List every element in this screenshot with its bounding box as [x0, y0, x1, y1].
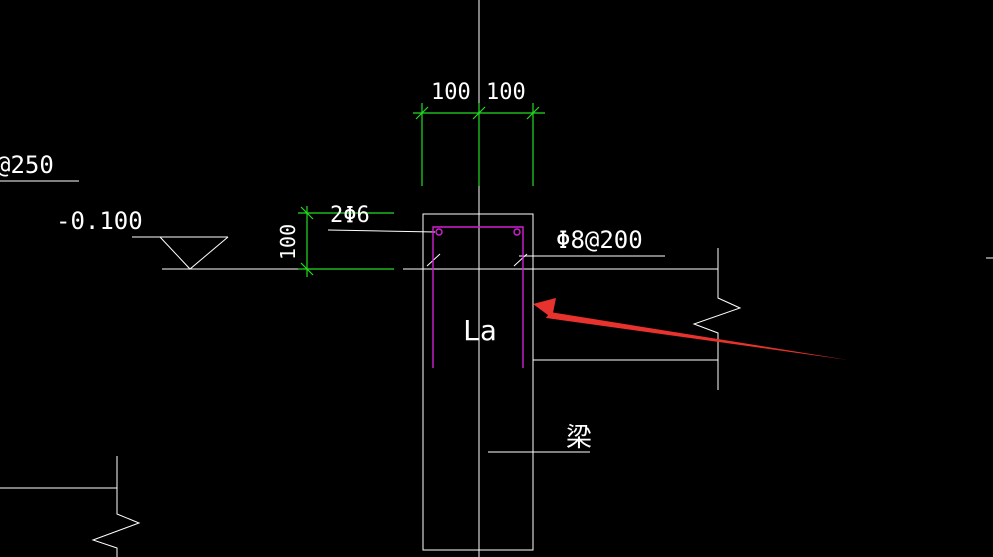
- bottom-left-wall: [0, 456, 141, 557]
- bar-mark-right: [513, 253, 528, 267]
- stirrup-label: Φ8@200: [556, 226, 643, 254]
- dimension-tick-center: [472, 106, 486, 120]
- elevation-label: -0.100: [56, 207, 143, 235]
- beam-label: 梁: [566, 423, 592, 453]
- elevation-marker: -0.100: [56, 207, 310, 270]
- dimension-tick-right: [526, 106, 540, 120]
- dimension-right-label: 100: [486, 80, 526, 105]
- elevation-triangle-icon: [159, 236, 229, 270]
- beam-section-outline: [422, 213, 534, 551]
- bottom-left-break-line-icon: [91, 456, 141, 557]
- rebar-cage: [432, 226, 524, 368]
- top-dimension: 100 100: [413, 80, 545, 186]
- right-break-line-icon: [692, 248, 742, 390]
- red-arrow-pointer-icon: [533, 298, 848, 360]
- dimension-tick-left: [415, 106, 429, 120]
- top-left-annotation: @250: [0, 151, 79, 182]
- anchorage-label: La: [463, 314, 497, 347]
- top-bar-right: [513, 228, 521, 236]
- top-bars-leader: [327, 229, 436, 233]
- arrow-shaft: [546, 312, 848, 360]
- vertical-dimension-label: 100: [276, 224, 300, 260]
- vertical-dimension-tick-bottom: [300, 262, 314, 276]
- top-bars-label: 2Φ6: [330, 203, 370, 228]
- dimension-left-label: 100: [431, 80, 471, 105]
- stirrup-rebar: [432, 226, 524, 368]
- top-left-spacing-label: @250: [0, 151, 54, 179]
- top-bar-left: [435, 228, 443, 236]
- arrow-head: [533, 298, 556, 318]
- stirrup-annotation: Φ8@200: [519, 226, 665, 257]
- vertical-dimension-tick-top: [300, 206, 314, 220]
- top-bars-annotation: 2Φ6: [327, 203, 436, 233]
- vertical-dimension: 100: [276, 206, 394, 277]
- beam-annotation: 梁: [488, 423, 592, 453]
